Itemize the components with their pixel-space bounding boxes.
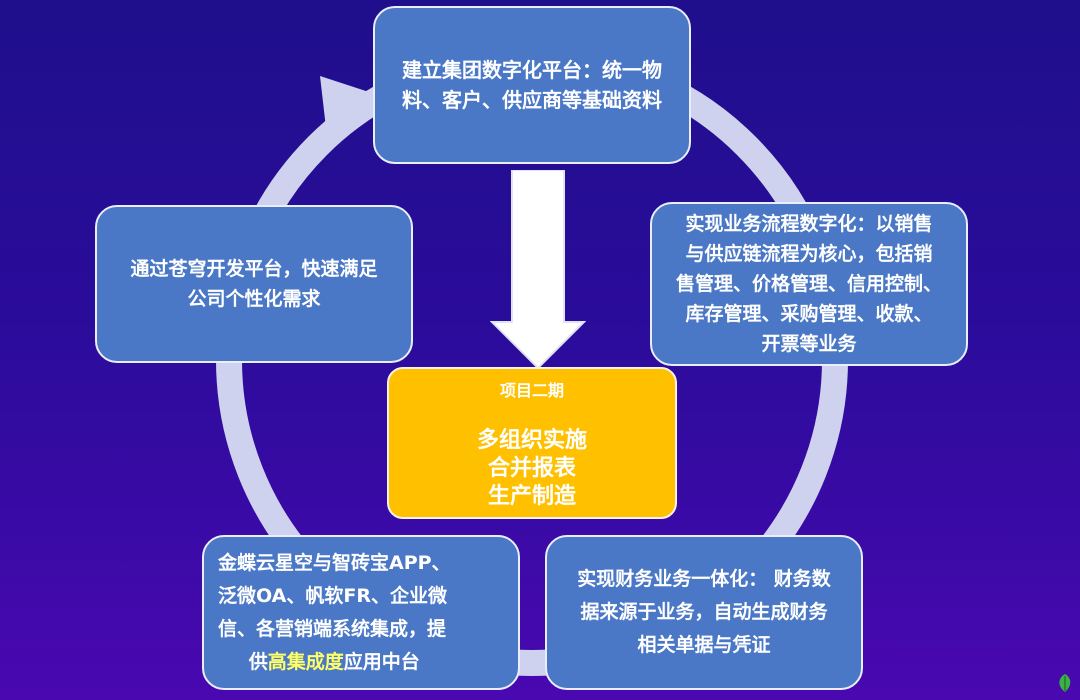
box-bottom-left-line-2: 泛微OA、帆软FR、企业微 xyxy=(218,584,447,607)
box-right-line-1: 实现业务流程数字化：以销售 xyxy=(685,213,933,235)
highlight-text: 高集成度 xyxy=(267,650,344,673)
box-bottom-left-line-4: 供高集成度应用中台 xyxy=(218,646,451,679)
box-bottom-left-line-1: 金蝶云星空与智砖宝APP、 xyxy=(218,551,451,574)
center-line-3: 生产制造 xyxy=(487,484,576,509)
box-right-line-4: 库存管理、采购管理、收款、 xyxy=(685,303,933,325)
box-dev-platform: 通过苍穹开发平台，快速满足 公司个性化需求 xyxy=(95,205,413,363)
box-bottom-left-suffix: 应用中台 xyxy=(343,650,420,673)
box-left-line-2: 公司个性化需求 xyxy=(187,288,321,310)
box-finance-integration: 实现财务业务一体化： 财务数 据来源于业务，自动生成财务 相关单据与凭证 xyxy=(545,535,863,690)
leaf-logo-icon xyxy=(1059,674,1071,692)
box-system-integration: 金蝶云星空与智砖宝APP、 泛微OA、帆软FR、企业微 信、各营销端系统集成，提… xyxy=(202,535,520,690)
box-top-line-2: 料、客户、供应商等基础资料 xyxy=(402,88,662,112)
box-right-line-3: 售管理、价格管理、信用控制、 xyxy=(675,273,942,295)
box-bottom-left-prefix: 供 xyxy=(248,650,268,673)
box-bottom-right-line-1: 实现财务业务一体化： 财务数 xyxy=(577,568,831,590)
box-digital-platform: 建立集团数字化平台：统一物 料、客户、供应商等基础资料 xyxy=(373,6,691,164)
box-right-line-2: 与供应链流程为核心，包括销 xyxy=(685,243,933,265)
down-arrow-icon xyxy=(490,170,586,370)
center-lines: 多组织实施 合并报表 生产制造 xyxy=(389,427,675,511)
center-line-1: 多组织实施 xyxy=(476,428,587,453)
box-bottom-left-line-3: 信、各营销端系统集成，提 xyxy=(218,617,447,640)
box-bottom-right-line-3: 相关单据与凭证 xyxy=(637,634,771,656)
box-left-line-1: 通过苍穹开发平台，快速满足 xyxy=(130,258,378,280)
center-title: 项目二期 xyxy=(499,381,564,400)
box-right-line-5: 开票等业务 xyxy=(761,333,857,355)
box-bottom-right-line-2: 据来源于业务，自动生成财务 xyxy=(580,601,828,623)
box-top-line-1: 建立集团数字化平台：统一物 xyxy=(402,58,662,82)
box-business-process: 实现业务流程数字化：以销售 与供应链流程为核心，包括销 售管理、价格管理、信用控… xyxy=(650,202,968,366)
center-phase-two-box: 项目二期 多组织实施 合并报表 生产制造 xyxy=(387,367,677,519)
ring-arrowhead-icon xyxy=(320,76,372,128)
center-line-2: 合并报表 xyxy=(487,456,576,481)
